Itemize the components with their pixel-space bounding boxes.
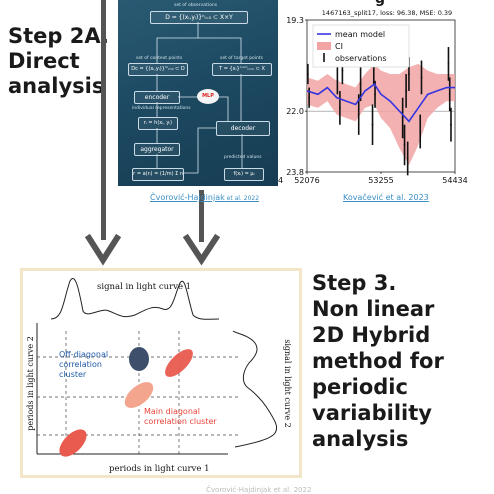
observation-point xyxy=(374,93,376,96)
observation-point xyxy=(405,90,408,92)
hybrid-2d-diagram: signal in light curve 1 periods in light… xyxy=(20,268,302,478)
observation-point xyxy=(306,73,309,75)
red-cluster-top xyxy=(165,349,193,377)
np-predicted-box: f(xᵢ) = μᵢ xyxy=(224,168,264,181)
np-mlp-node: MLP xyxy=(197,89,219,104)
legend-label: observations xyxy=(335,54,386,63)
y-tick-label: 19.3 xyxy=(286,16,304,25)
step-3-label: Step 3. Non linear 2D Hybrid method for … xyxy=(312,271,444,451)
caption-left-main: Čvorović-Hajdinjak xyxy=(150,193,225,202)
hybrid-plot xyxy=(36,278,278,457)
legend-swatch-ci xyxy=(317,42,331,50)
x-edge-label: 4 xyxy=(278,176,283,185)
x-tick-label: 54434 xyxy=(442,176,467,185)
observation-point xyxy=(403,144,406,146)
np-connectors xyxy=(156,22,243,174)
top-marginal-curve xyxy=(50,278,220,320)
observation-point xyxy=(419,130,422,133)
mean-model-line xyxy=(306,83,455,123)
np-agg-formula-box: r = a(rᵢ) = (1/m) Σ rᵢ xyxy=(132,168,184,181)
bottom-cut-text: Čvorović-Hajdinjak et al. 2022 xyxy=(206,486,312,494)
neural-process-diagram: set of observations D = {(xᵢ,yᵢ)}ⁿᵢ₌₀ ⊂ … xyxy=(118,0,278,186)
x-tick-label: 53255 xyxy=(368,176,393,185)
top-signal-label: signal in light curve 1 xyxy=(97,282,192,292)
main-diagonal-label: Main diagonal correlation cluster xyxy=(144,407,217,426)
np-decoder-box: decoder xyxy=(216,121,270,136)
caption-right[interactable]: Kovačević et al. 2023 xyxy=(343,193,429,202)
np-observations-label: set of observations xyxy=(174,3,218,8)
y-tick-label: 23.8 xyxy=(286,168,304,177)
np-context-label: set of context points xyxy=(136,56,183,61)
observation-point xyxy=(401,117,404,119)
np-individual-label: individual representations xyxy=(132,106,191,111)
legend-label: CI xyxy=(335,42,343,51)
np-target-label: set of target points xyxy=(220,56,264,61)
observation-point xyxy=(450,123,452,126)
arrow-right-shaft xyxy=(199,190,204,242)
down-arrows xyxy=(84,190,221,266)
light-curve-chart: g 1467163_split17, loss: 96.38, MSE: 0.3… xyxy=(275,0,494,200)
legend-label: mean model xyxy=(335,30,385,39)
connector-line xyxy=(101,0,106,240)
np-repr-box: rᵢ = h(xᵢ, yᵢ) xyxy=(138,117,178,130)
np-predicted-label: predicted values xyxy=(224,155,262,160)
observation-point xyxy=(338,106,341,109)
step-2a-label: Step 2A. Direct analysis xyxy=(8,24,109,98)
x-tick-label: 52076 xyxy=(294,176,319,185)
arrow-left-head xyxy=(84,233,122,266)
y-tick-label: 22.0 xyxy=(286,107,304,116)
right-marginal-curve xyxy=(232,330,278,448)
bottom-period-label: periods in light curve 1 xyxy=(109,464,210,474)
np-observations-box: D = {(xᵢ,yᵢ)}ⁿᵢ₌₀ ⊂ X×Y xyxy=(150,11,248,24)
dark-cluster xyxy=(129,347,149,371)
observation-point xyxy=(308,96,311,99)
caption-left-sub: et al. 2022 xyxy=(224,195,260,202)
observation-point xyxy=(336,79,339,82)
observation-point xyxy=(420,76,423,79)
chart-top-cut-text: g xyxy=(375,0,385,7)
light-curve-plot: 1467163_split17, loss: 96.38, MSE: 0.39 1… xyxy=(278,9,468,185)
observation-point xyxy=(408,73,410,75)
red-cluster-bottom xyxy=(59,429,87,457)
observation-point xyxy=(341,69,344,72)
np-target-box: T = {xᵢ}ⁿ⁺ᵐᵢ₌ₘ ⊂ X xyxy=(212,63,272,76)
observation-point xyxy=(359,83,362,86)
observation-point xyxy=(371,123,374,126)
arrow-right-head xyxy=(182,233,221,266)
np-context-box: Dc = {(xᵢ,yᵢ)}ᵐᵢ₌₀ ⊂ D xyxy=(128,63,188,76)
caption-left[interactable]: Čvorović-Hajdinjak et al. 2022 xyxy=(150,193,259,202)
observation-point xyxy=(357,113,360,116)
observation-point xyxy=(447,63,450,65)
observation-point xyxy=(448,93,451,96)
chart-title: 1467163_split17, loss: 96.38, MSE: 0.39 xyxy=(322,9,452,17)
observation-point xyxy=(406,157,409,160)
off-diagonal-label: Off-diagonal correlation cluster xyxy=(59,350,109,379)
ci-band xyxy=(307,63,455,166)
light-cluster xyxy=(124,382,154,408)
